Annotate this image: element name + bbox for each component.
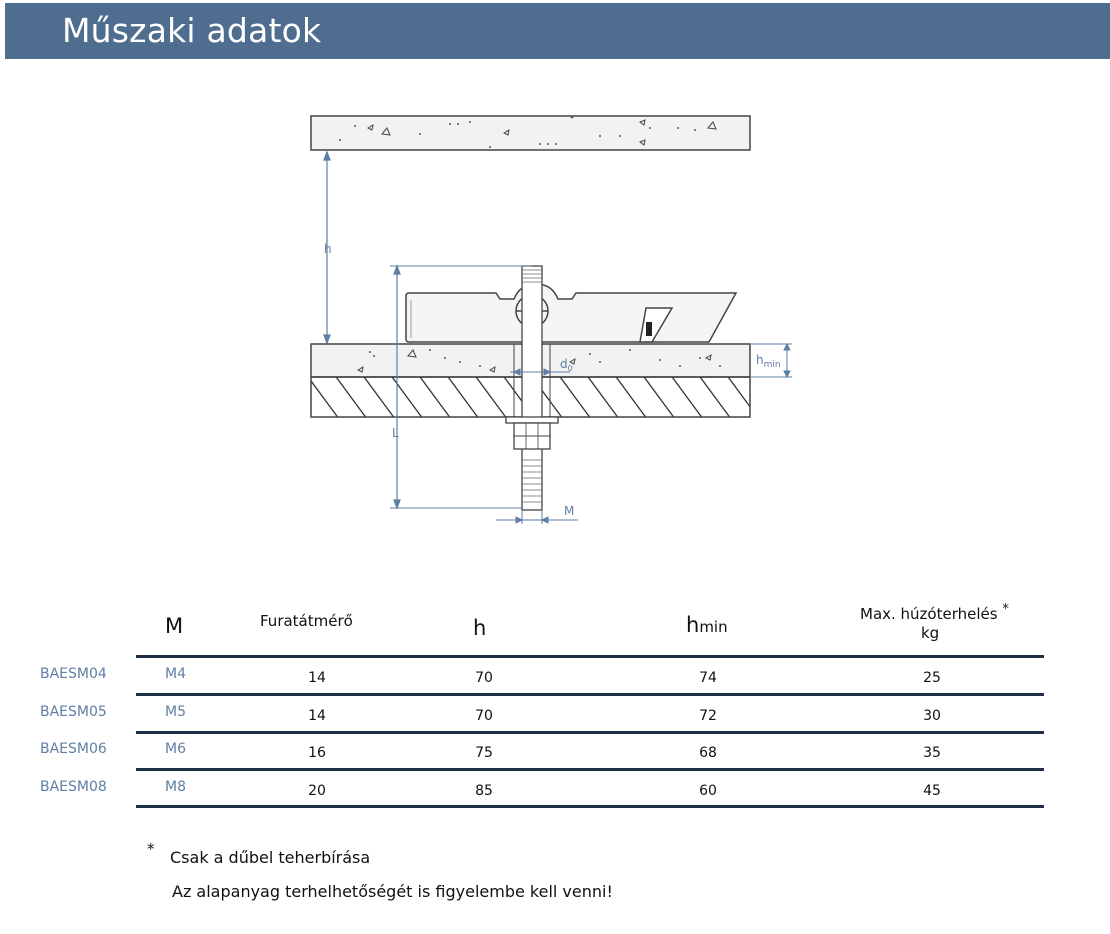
cell-max: 35 bbox=[923, 745, 941, 761]
footnote-line-2: Az alapanyag terhelhetőségét is figyelem… bbox=[172, 882, 613, 901]
row-code: BAESM05 bbox=[40, 704, 107, 720]
row-code: BAESM06 bbox=[40, 741, 107, 757]
cell-max: 25 bbox=[923, 670, 941, 686]
col-header-hmin: hmin bbox=[686, 613, 728, 637]
cell-h: 70 bbox=[475, 670, 493, 686]
label-h: h bbox=[324, 242, 332, 256]
cell-hmin: 74 bbox=[699, 670, 717, 686]
cell-h: 85 bbox=[475, 783, 493, 799]
label-d0: d0 bbox=[560, 357, 573, 373]
row-code: BAESM08 bbox=[40, 779, 107, 795]
footnote-line-1: Csak a dűbel teherbírása bbox=[170, 848, 371, 867]
table-rule bbox=[136, 731, 1044, 734]
cell-hmin: 60 bbox=[699, 783, 717, 799]
row-m: M8 bbox=[165, 779, 186, 795]
row-m: M4 bbox=[165, 666, 186, 682]
table-rule bbox=[136, 768, 1044, 771]
label-M: M bbox=[564, 504, 574, 518]
header-bar: Műszaki adatok bbox=[5, 3, 1110, 59]
row-code: BAESM04 bbox=[40, 666, 107, 682]
cell-furat: 14 bbox=[308, 670, 326, 686]
dimension-M bbox=[496, 510, 578, 524]
cell-furat: 20 bbox=[308, 783, 326, 799]
col-header-furatatmero: Furatátmérő bbox=[260, 612, 353, 630]
table-rule bbox=[136, 693, 1044, 696]
cell-hmin: 72 bbox=[699, 708, 717, 724]
page-title: Műszaki adatok bbox=[62, 11, 322, 50]
anchor-wing bbox=[405, 283, 738, 343]
table-rule bbox=[136, 805, 1044, 808]
anchor-diagram: h bbox=[310, 115, 792, 524]
col-header-max-load-unit: kg bbox=[921, 624, 940, 642]
cell-hmin: 68 bbox=[699, 745, 717, 761]
col-header-h: h bbox=[473, 616, 487, 640]
col-header-max-load: Max. húzóterhelés * bbox=[860, 602, 1009, 623]
dimension-h bbox=[323, 150, 331, 345]
cell-h: 70 bbox=[475, 708, 493, 724]
threaded-bolt bbox=[505, 265, 559, 511]
label-L: L bbox=[392, 426, 399, 440]
dimension-d0 bbox=[510, 368, 570, 376]
cell-max: 30 bbox=[923, 708, 941, 724]
dimension-L bbox=[390, 264, 532, 510]
cell-max: 45 bbox=[923, 783, 941, 799]
cell-furat: 16 bbox=[308, 745, 326, 761]
cell-h: 75 bbox=[475, 745, 493, 761]
footnote-star: * bbox=[147, 840, 155, 858]
col-header-m: M bbox=[165, 614, 184, 638]
row-m: M6 bbox=[165, 741, 186, 757]
top-slab bbox=[310, 115, 751, 151]
row-m: M5 bbox=[165, 704, 186, 720]
table-rule bbox=[136, 655, 1044, 658]
cell-furat: 14 bbox=[308, 708, 326, 724]
label-hmin: hmin bbox=[756, 353, 781, 370]
dimension-hmin bbox=[750, 342, 792, 379]
